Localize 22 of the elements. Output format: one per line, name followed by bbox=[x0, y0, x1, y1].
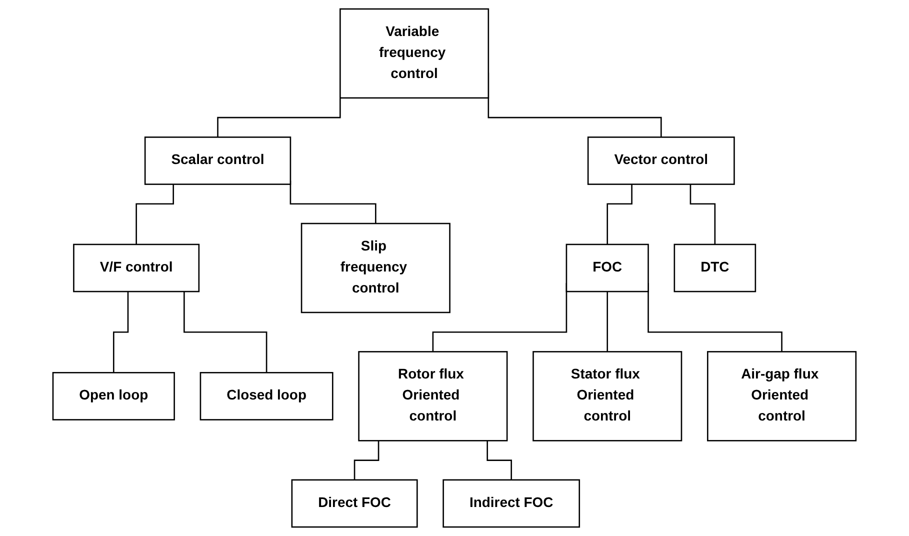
node-box: Rotor flux Oriented control bbox=[358, 351, 508, 442]
connector bbox=[606, 184, 632, 246]
connector bbox=[354, 440, 380, 481]
node-box: Direct FOC bbox=[291, 479, 418, 528]
connector bbox=[606, 292, 608, 352]
connector bbox=[113, 292, 129, 374]
node-box: Slip frequency control bbox=[300, 222, 450, 314]
node-box: Open loop bbox=[52, 372, 175, 420]
connector bbox=[184, 292, 268, 374]
node-box: Stator flux Oriented control bbox=[532, 351, 682, 442]
node-box: Closed loop bbox=[200, 372, 334, 420]
node-box: Vector control bbox=[587, 136, 735, 185]
node-box: Variable frequency control bbox=[340, 8, 490, 99]
node-box: Indirect FOC bbox=[442, 479, 580, 528]
node-box: Scalar control bbox=[144, 136, 292, 185]
connector bbox=[690, 184, 716, 246]
connector bbox=[486, 440, 512, 481]
connector bbox=[136, 184, 174, 246]
node-box: DTC bbox=[674, 244, 756, 292]
node-box: FOC bbox=[566, 244, 649, 292]
node-box: V/F control bbox=[73, 244, 200, 292]
node-box: Air-gap flux Oriented control bbox=[707, 351, 857, 442]
